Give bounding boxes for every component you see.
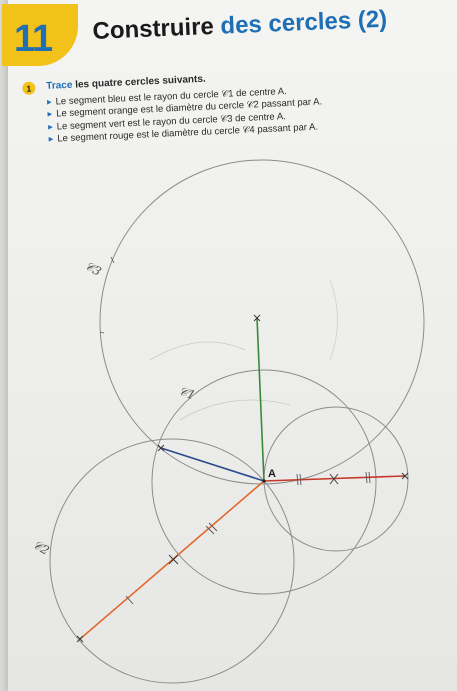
guide-arc — [329, 279, 338, 361]
circle-label-c1: 𝒞1 — [177, 384, 197, 403]
segment-orange — [79, 480, 265, 640]
circle-label-c2: 𝒞2 — [31, 537, 52, 557]
segment-blue — [160, 447, 265, 482]
point-a — [262, 479, 266, 483]
circle-c1 — [151, 369, 377, 595]
guide-arc — [179, 399, 291, 421]
lesson-number: 11 — [14, 18, 53, 60]
circle-c3 — [99, 159, 425, 485]
pencil-tick — [110, 256, 115, 264]
equal-marks — [125, 471, 371, 605]
pencil-tick — [99, 331, 105, 334]
segment-green — [256, 317, 265, 482]
point-label: A — [268, 468, 276, 480]
endpoint-marks — [76, 314, 409, 643]
circle-c2 — [49, 438, 295, 684]
guide-arc — [149, 341, 246, 361]
circle-label-c3: 𝒞3 — [83, 258, 105, 278]
